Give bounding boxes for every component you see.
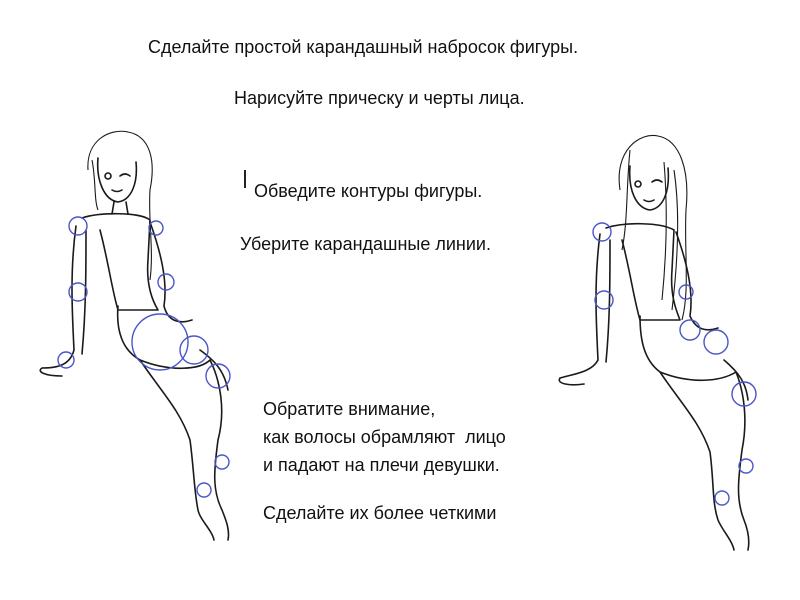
eye-wink-icon [651,179,663,183]
sketch-stroke [91,159,99,211]
instruction-hair-face: Нарисуйте прическу и черты лица. [234,88,525,108]
guide-circle-knee-2 [205,363,231,389]
guide-circle-hand [679,319,701,341]
eye-wink-icon [119,173,131,177]
eye-left-icon [104,172,112,180]
torso-outline [605,222,681,321]
sketch-stroke [199,349,229,391]
sketch-stroke [659,371,735,551]
guide-circle-knee [703,329,729,355]
leg-outline [116,305,230,541]
note-line-2: как волосы обрамляют лицо [263,427,506,447]
instruction-erase: Уберите карандашные линии. [240,234,491,254]
sketch-stroke [643,199,655,203]
sketch-stroke [605,239,611,363]
guide-circle-ankle-2 [714,490,730,506]
sketch-stroke [723,359,749,401]
arm-left [558,233,601,386]
leg-outline [639,315,750,551]
guide-circle-shoulder [592,222,612,242]
guide-circle-elbow-r [157,273,175,291]
note-line-3: и падают на плечи девушки. [263,455,500,475]
instruction-sharpen: Сделайте их более четкими [263,503,497,523]
note-line-1: Обратите внимание, [263,399,436,419]
sketch-stroke [661,161,667,301]
sketch-stroke [111,189,123,193]
guide-circle-knee-2 [731,381,757,407]
eye-left-icon [634,180,642,188]
guide-circle-elbow-r [678,284,694,300]
guide-circle-knee [179,335,209,365]
sketch-figure-left [39,130,231,541]
sketch-stroke [111,201,129,215]
arm-left [39,225,77,377]
face-outline [628,165,670,211]
sketch-stroke [149,221,193,323]
instruction-sketch: Сделайте простой карандашный набросок фи… [148,37,579,57]
hair-outline [87,130,153,281]
text-cursor [244,170,246,188]
guide-circle-ankle [738,458,754,474]
instruction-outline: Обведите контуры фигуры. [254,181,483,201]
sketch-stroke [81,229,87,355]
face-outline [96,157,138,203]
sketch-stroke [621,149,631,251]
sketch-stroke [675,231,719,331]
hair-long [618,134,688,321]
guide-circle-ankle-2 [196,482,212,498]
sketch-figure-right [558,134,757,551]
guide-circle-shoulder-r [148,220,164,236]
torso-outline [81,212,159,311]
guide-circle-wrist [57,351,75,369]
guide-circle-hip [131,313,189,371]
guide-circle-elbow [594,290,614,310]
guide-circle-elbow [68,282,88,302]
sketch-stroke [139,359,215,541]
guide-circle-shoulder [68,216,88,236]
guide-circle-ankle [214,454,230,470]
